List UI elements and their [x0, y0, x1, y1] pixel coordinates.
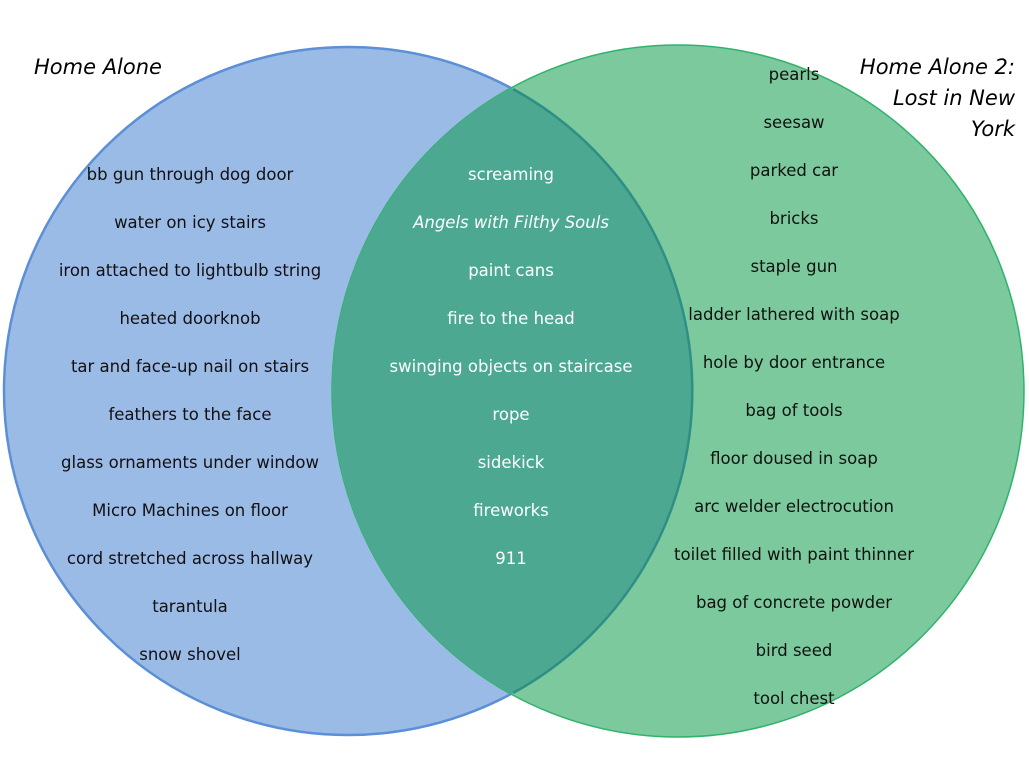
home-alone-2-item: toilet filled with paint thinner: [674, 545, 914, 564]
overlap-item: sidekick: [477, 453, 545, 472]
home-alone-2-item: staple gun: [750, 257, 838, 276]
home-alone-item: tar and face-up nail on stairs: [70, 357, 310, 376]
home-alone-item: tarantula: [152, 597, 228, 616]
home-alone-item: heated doorknob: [119, 309, 261, 328]
home-alone-item: glass ornaments under window: [61, 453, 319, 472]
set-title-line: York: [970, 117, 1015, 141]
home-alone-2-item: arc welder electrocution: [694, 497, 894, 516]
home-alone-2-item: parked car: [749, 161, 839, 180]
home-alone-2-item: tool chest: [753, 689, 835, 708]
home-alone-2-item: hole by door entrance: [702, 353, 886, 372]
overlap-item: screaming: [468, 165, 554, 184]
home-alone-item: cord stretched across hallway: [66, 549, 314, 568]
overlap-item: rope: [492, 405, 530, 424]
home-alone-2-item: floor doused in soap: [710, 449, 878, 468]
set-title-home-alone-2: Home Alone 2: Lost in New York: [835, 52, 1015, 145]
home-alone-2-item: bag of concrete powder: [695, 593, 893, 612]
home-alone-2-item: bird seed: [755, 641, 833, 660]
home-alone-2-item: pearls: [768, 65, 820, 84]
overlap-item: paint cans: [468, 261, 554, 280]
overlap-item: 911: [495, 549, 527, 568]
home-alone-2-item: ladder lathered with soap: [688, 305, 900, 324]
home-alone-item: Micro Machines on floor: [92, 501, 288, 520]
overlap-item: Angels with Filthy Souls: [413, 213, 609, 232]
set-title-line: Home Alone 2:: [859, 55, 1015, 79]
home-alone-2-item: seesaw: [763, 113, 825, 132]
overlap-edge: [512, 87, 694, 695]
home-alone-2-item: bricks: [769, 209, 819, 228]
set-title-line: Lost in New: [892, 86, 1015, 110]
overlap-item: swinging objects on staircase: [389, 357, 633, 376]
set-title-home-alone: Home Alone: [34, 55, 162, 79]
home-alone-item: bb gun through dog door: [86, 165, 294, 184]
overlap-item: fire to the head: [447, 309, 575, 328]
home-alone-item: iron attached to lightbulb string: [58, 261, 322, 280]
overlap-item: fireworks: [473, 501, 549, 520]
home-alone-2-item: bag of tools: [745, 401, 843, 420]
home-alone-item: feathers to the face: [108, 405, 272, 424]
home-alone-item: snow shovel: [139, 645, 241, 664]
home-alone-item: water on icy stairs: [114, 213, 266, 232]
overlap-region: [332, 47, 692, 735]
